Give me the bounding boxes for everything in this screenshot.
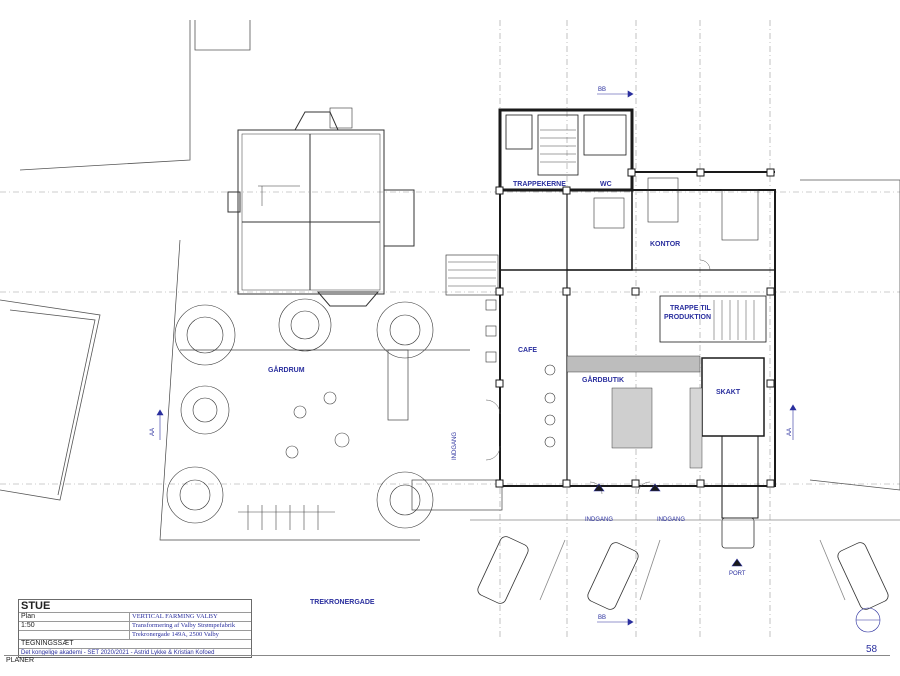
project-address: Trekronergade 149A, 2500 Valby (132, 631, 219, 638)
building-walls (498, 108, 776, 519)
north-arrow-icon (855, 607, 881, 633)
label-indgang-side: INDGANG (452, 432, 458, 460)
section-name: PLANER (6, 657, 35, 664)
label-section-bb-top: BB (598, 87, 606, 93)
label-trappekerne: TRAPPEKERNE (513, 181, 566, 188)
scale: 1:50 (19, 622, 130, 630)
cafe-tables (485, 299, 556, 448)
label-gaardbutik: GÅRDBUTIK (582, 375, 624, 384)
stairs (448, 129, 755, 340)
label-trappe-line1: TRAPPE TIL (670, 305, 712, 312)
site-boundary (159, 239, 503, 541)
label-cafe: CAFE (518, 347, 537, 354)
label-street: TREKRONERGADE (310, 599, 375, 606)
title-block-heading: STUE (19, 600, 251, 612)
footer-divider (4, 655, 890, 656)
label-section-aa-left: AA (150, 428, 156, 436)
project-subtitle: Transformering af Valby Strømpefabrik (132, 622, 236, 629)
section-markers (156, 90, 797, 626)
title-block-left: Plan (19, 613, 130, 621)
villa (227, 107, 415, 307)
parked-cars (470, 517, 900, 610)
title-block-row: Plan VERTICAL FARMING VALBY (19, 612, 251, 621)
label-indgang-1: INDGANG (585, 517, 613, 523)
label-kontor: KONTOR (650, 241, 680, 248)
label-section-aa-right: AA (787, 428, 793, 436)
label-skakt: SKAKT (716, 389, 741, 396)
garden-trees (166, 298, 434, 529)
neighbour-buildings (0, 20, 900, 501)
label-section-bb-bottom: BB (598, 615, 606, 621)
page-number: 58 (866, 644, 878, 655)
office-furniture (593, 177, 759, 241)
project-name: VERTICAL FARMING VALBY (132, 613, 218, 620)
garden-seating (238, 391, 350, 530)
title-block-row: 1:50 Transformering af Valby Strømpefabr… (19, 621, 251, 630)
label-port: PORT (729, 571, 746, 577)
credit-line: Det kongelige akademi - SET 2020/2021 - … (19, 648, 251, 657)
drawing-title: STUE (21, 600, 51, 612)
title-block: STUE Plan VERTICAL FARMING VALBY 1:50 Tr… (18, 599, 252, 658)
label-indgang-2: INDGANG (657, 517, 685, 523)
columns (495, 168, 775, 488)
title-block-left (19, 631, 130, 639)
title-block-row: Trekronergade 149A, 2500 Valby (19, 630, 251, 639)
label-wc: WC (600, 181, 612, 188)
sheet-type: TEGNINGSSÆT (19, 639, 251, 648)
grid-lines (0, 20, 900, 640)
label-gaardrum: GÅRDRUM (268, 365, 305, 374)
label-trappe-line2: PRODUKTION (664, 314, 711, 321)
